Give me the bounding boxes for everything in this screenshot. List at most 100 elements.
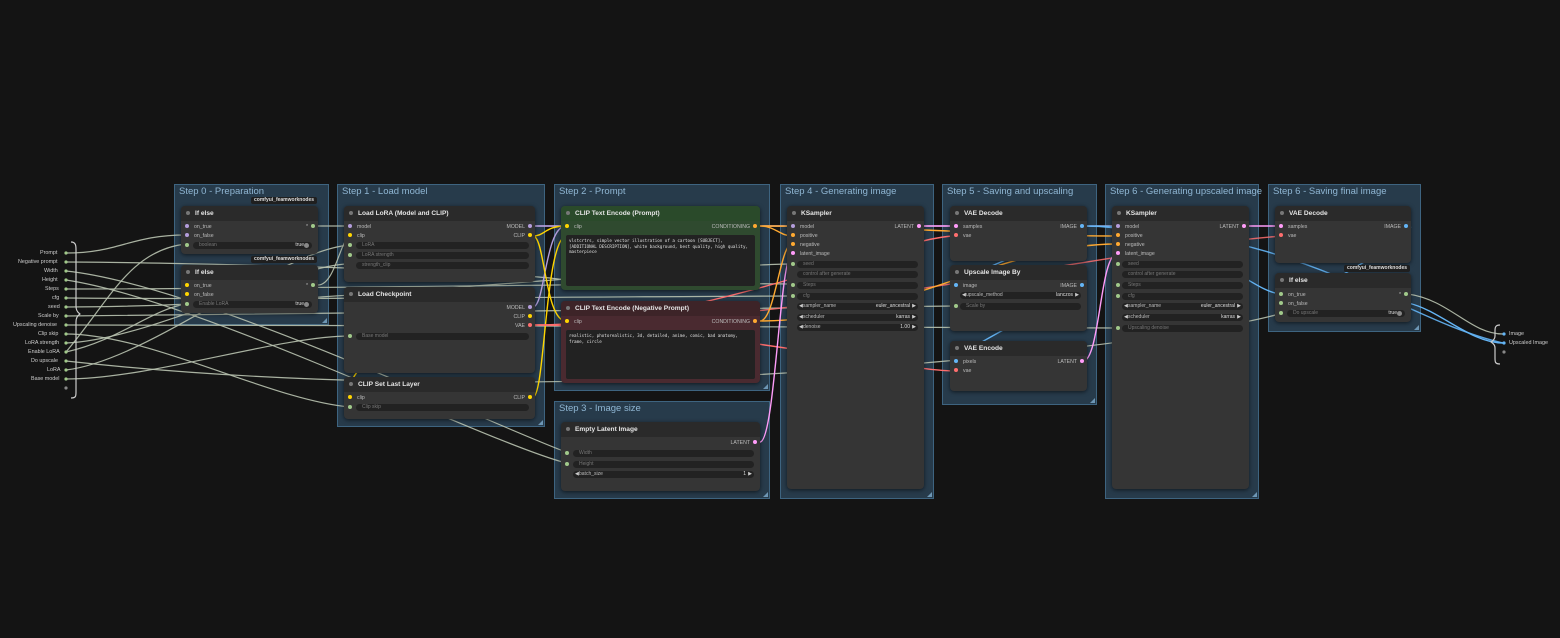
output-slot-dot[interactable]	[753, 440, 757, 444]
node-title[interactable]: If else	[1275, 273, 1411, 288]
widget-scheduler[interactable]: ◀ scheduler karras ▶	[797, 314, 918, 321]
widget-boolean[interactable]: boolean true	[193, 242, 312, 249]
node-title[interactable]: Load Checkpoint	[344, 287, 535, 302]
input-slot-dot[interactable]	[954, 359, 958, 363]
resize-handle[interactable]	[1090, 398, 1095, 403]
input-slot-dot[interactable]	[791, 233, 795, 237]
widget-base-model[interactable]: Base model	[356, 333, 529, 340]
widget-input-dot[interactable]	[1116, 283, 1120, 287]
widget-scheduler[interactable]: ◀ scheduler karras ▶	[1122, 314, 1243, 321]
collapse-dot[interactable]	[792, 211, 796, 215]
increment-arrow-icon[interactable]: ▶	[1237, 314, 1241, 320]
node-ksampler-upscale[interactable]: KSampler model positive negative latent_…	[1112, 206, 1249, 489]
resize-handle[interactable]	[1252, 492, 1257, 497]
input-steps[interactable]: Steps	[45, 286, 59, 292]
input-base-model[interactable]: Base model	[31, 376, 59, 382]
toggle-knob[interactable]	[304, 302, 309, 307]
output-slot-dot[interactable]	[528, 233, 532, 237]
node-if-else-upscale[interactable]: If else on_true on_false * Do upscale tr…	[1275, 273, 1411, 322]
collapse-dot[interactable]	[186, 270, 190, 274]
input-lora-strength[interactable]: LoRA strength	[25, 340, 59, 346]
widget-input-dot[interactable]	[791, 262, 795, 266]
output-slot-dot[interactable]	[311, 224, 315, 228]
node-clip-text-encode-positive[interactable]: CLIP Text Encode (Prompt) clip CONDITION…	[561, 206, 760, 290]
node-vae-decode[interactable]: VAE Decode samples vae IMAGE	[950, 206, 1087, 261]
collapse-dot[interactable]	[955, 346, 959, 350]
node-title[interactable]: If else	[181, 206, 318, 221]
input-slot-dot[interactable]	[791, 251, 795, 255]
widget-input-dot[interactable]	[791, 294, 795, 298]
input-slot-dot[interactable]	[185, 233, 189, 237]
prompt-textarea[interactable]: vlstcrtrs, simple vector illustration of…	[566, 235, 755, 286]
widget-sampler-name[interactable]: ◀ sampler_name euler_ancestral ▶	[1122, 303, 1243, 310]
input-slot-dot[interactable]	[348, 224, 352, 228]
input-slot-dot[interactable]	[185, 292, 189, 296]
output-slot-dot[interactable]	[1080, 359, 1084, 363]
input-slot-dot[interactable]	[185, 283, 189, 287]
input-seed[interactable]: seed	[48, 304, 60, 310]
increment-arrow-icon[interactable]: ▶	[1237, 303, 1241, 309]
widget-control-after-generate[interactable]: control after generate	[1122, 271, 1243, 278]
node-if-else-lora-clip[interactable]: If else on_true on_false * Enable LoRA t…	[181, 265, 318, 313]
increment-arrow-icon[interactable]: ▶	[912, 314, 916, 320]
input-slot-dot[interactable]	[1279, 233, 1283, 237]
node-title[interactable]: VAE Decode	[1275, 206, 1411, 221]
widget-upscaling-denoise[interactable]: Upscaling denoise	[1122, 325, 1243, 332]
collapse-dot[interactable]	[349, 292, 353, 296]
widget-strength-clip[interactable]: strength_clip	[356, 262, 529, 269]
widget-seed[interactable]: seed	[1122, 261, 1243, 268]
resize-handle[interactable]	[763, 384, 768, 389]
resize-handle[interactable]	[763, 492, 768, 497]
output-slot-dot[interactable]	[1080, 283, 1084, 287]
widget-sampler-name[interactable]: ◀ sampler_name euler_ancestral ▶	[797, 303, 918, 310]
widget-input-dot[interactable]	[565, 462, 569, 466]
increment-arrow-icon[interactable]: ▶	[912, 324, 916, 330]
input-slot-dot[interactable]	[954, 368, 958, 372]
node-load-lora[interactable]: Load LoRA (Model and CLIP) model clip MO…	[344, 206, 535, 282]
input-upscaling-denoise[interactable]: Upscaling denoise	[13, 322, 57, 328]
widget-width[interactable]: Width	[573, 450, 754, 457]
widget-scale-by[interactable]: Scale by	[960, 303, 1081, 310]
widget-do-upscale[interactable]: Do upscale true	[1287, 310, 1405, 317]
input-slot-dot[interactable]	[1279, 292, 1283, 296]
input-lora[interactable]: LoRA	[47, 367, 61, 373]
node-vae-encode[interactable]: VAE Encode pixels vae LATENT	[950, 341, 1087, 391]
collapse-dot[interactable]	[349, 382, 353, 386]
collapse-dot[interactable]	[955, 211, 959, 215]
widget-input-dot[interactable]	[1279, 311, 1283, 315]
collapse-dot[interactable]	[1280, 211, 1284, 215]
widget-cfg[interactable]: cfg	[797, 293, 918, 300]
node-title[interactable]: Upscale Image By	[950, 265, 1087, 280]
node-clip-set-last-layer[interactable]: CLIP Set Last Layer clip CLIP Clip skip	[344, 377, 535, 419]
input-slot-dot[interactable]	[1116, 251, 1120, 255]
collapse-dot[interactable]	[186, 211, 190, 215]
node-title[interactable]: VAE Decode	[950, 206, 1087, 221]
input-slot-dot[interactable]	[1279, 301, 1283, 305]
increment-arrow-icon[interactable]: ▶	[912, 303, 916, 309]
collapse-dot[interactable]	[1117, 211, 1121, 215]
collapse-dot[interactable]	[566, 211, 570, 215]
widget-input-dot[interactable]	[954, 304, 958, 308]
input-enable-lora[interactable]: Enable LoRA	[28, 349, 60, 355]
input-slot-dot[interactable]	[1116, 242, 1120, 246]
output-upscaled-image[interactable]: Upscaled Image	[1509, 340, 1548, 346]
input-prompt[interactable]: Prompt	[40, 250, 57, 256]
widget-steps[interactable]: Steps	[1122, 282, 1243, 289]
node-title[interactable]: CLIP Set Last Layer	[344, 377, 535, 392]
output-slot-dot[interactable]	[1242, 224, 1246, 228]
input-slot-dot[interactable]	[954, 233, 958, 237]
widget-input-dot[interactable]	[185, 243, 189, 247]
widget-clip-skip[interactable]: Clip skip	[356, 404, 529, 411]
input-width[interactable]: Width	[44, 268, 58, 274]
node-title[interactable]: KSampler	[1112, 206, 1249, 221]
widget-lora[interactable]: LoRA	[356, 242, 529, 249]
output-slot-dot[interactable]	[753, 224, 757, 228]
widget-input-dot[interactable]	[565, 451, 569, 455]
input-slot-dot[interactable]	[348, 395, 352, 399]
collapse-dot[interactable]	[955, 270, 959, 274]
input-cfg[interactable]: cfg	[52, 295, 59, 301]
input-negative-prompt[interactable]: Negative prompt	[18, 259, 58, 265]
node-vae-decode-final[interactable]: VAE Decode samples vae IMAGE	[1275, 206, 1411, 263]
widget-cfg[interactable]: cfg	[1122, 293, 1243, 300]
